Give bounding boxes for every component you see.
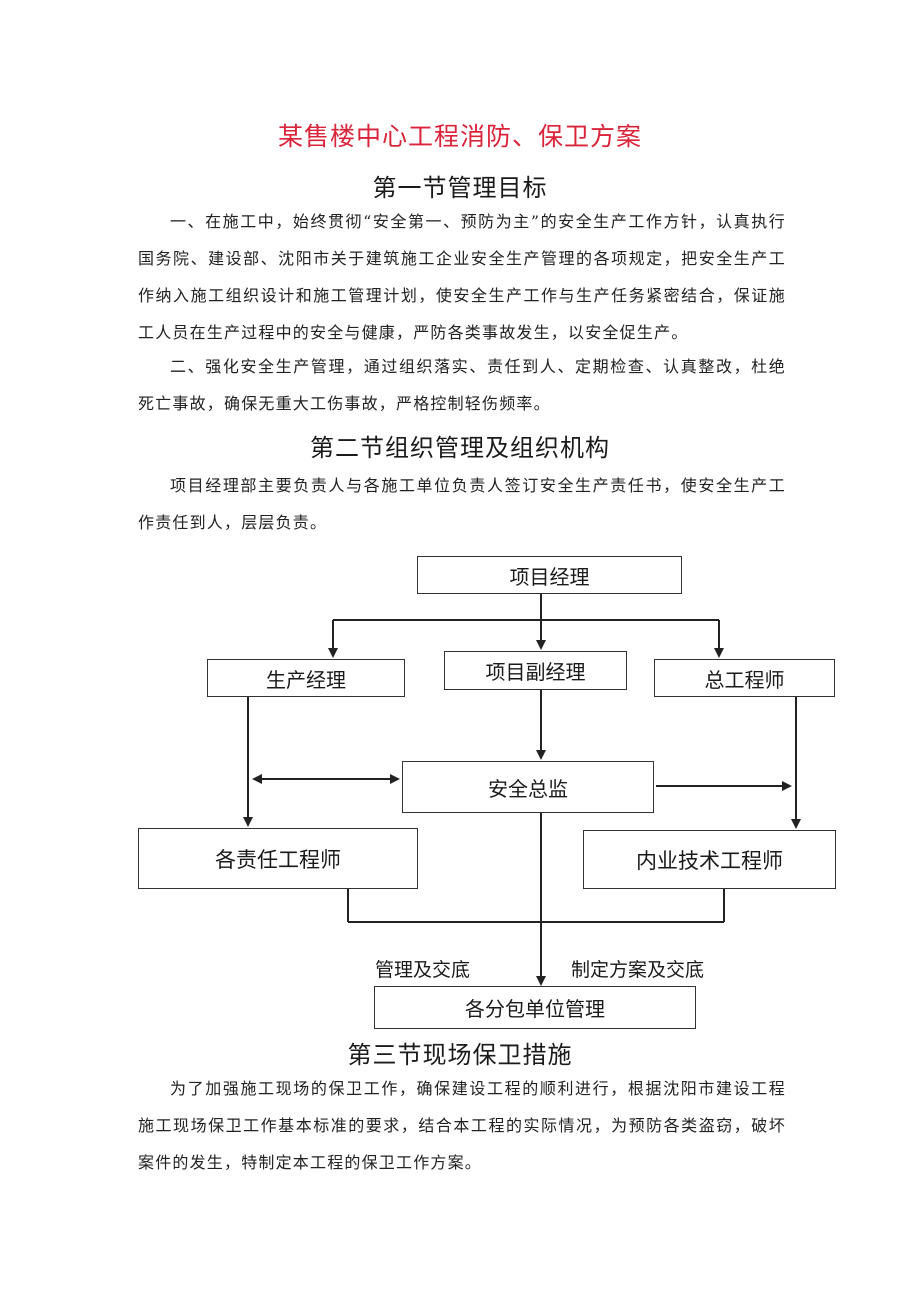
section1-paragraph-1: 一、在施工中，始终贯彻“安全第一、预防为主”的安全生产工作方针，认真执行国务院、… [138,212,786,342]
section2-paragraph-1: 项目经理部主要负责人与各施工单位负责人签订安全生产责任书，使安全生产工作责任到人… [138,476,786,532]
document-title: 某售楼中心工程消防、保卫方案 [277,122,642,151]
box-production-manager-label: 生产经理 [266,667,346,692]
box-chief-engineer: 总工程师 [654,659,835,697]
box-subcontractors-label: 各分包单位管理 [465,997,605,1021]
box-deputy-manager-label: 项目副经理 [485,660,586,684]
box-project-manager: 项目经理 [417,556,682,594]
box-technical-engineer-label: 内业技术工程师 [636,848,783,873]
section3-heading: 第三节现场保卫措施 [347,1041,573,1069]
box-project-manager-label: 项目经理 [509,564,590,589]
box-safety-director-label: 安全总监 [488,776,568,801]
label-management-briefing: 管理及交底 [375,959,471,981]
box-production-manager: 生产经理 [207,659,405,697]
box-responsible-engineers: 各责任工程师 [138,828,418,889]
section1-paragraph-2: 二、强化安全生产管理，通过组织落实、责任到人、定期检查、认真整改，杜绝死亡事故，… [138,357,786,413]
box-subcontractors: 各分包单位管理 [374,986,696,1029]
section3-paragraph-1: 为了加强施工现场的保卫工作，确保建设工程的顺利进行，根据沈阳市建设工程施工现场保… [138,1079,786,1172]
box-deputy-manager: 项目副经理 [444,651,627,690]
section1-heading: 第一节管理目标 [372,174,548,202]
box-technical-engineer: 内业技术工程师 [583,830,836,889]
box-safety-director: 安全总监 [402,761,654,813]
section2-heading: 第二节组织管理及组织机构 [310,434,610,462]
box-chief-engineer-label: 总工程师 [704,667,785,692]
label-plan-briefing: 制定方案及交底 [571,959,705,981]
box-responsible-engineers-label: 各责任工程师 [215,847,341,872]
